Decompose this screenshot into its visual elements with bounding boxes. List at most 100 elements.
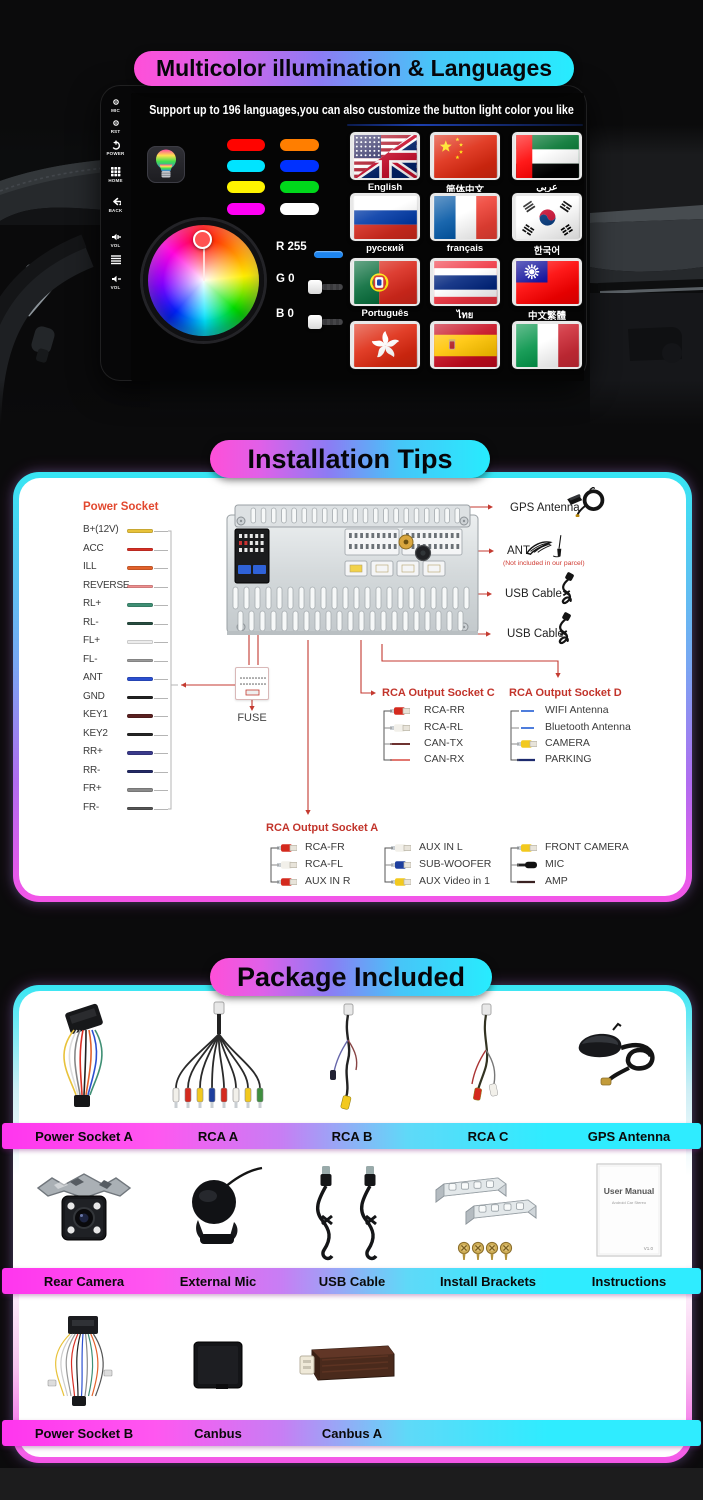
blue-slider-track[interactable]: [321, 319, 343, 325]
blue-slider-knob[interactable]: [308, 315, 322, 329]
color-wheel[interactable]: [143, 220, 264, 341]
wire-label-fr: FR+: [83, 783, 102, 794]
wire-label-b12v: B+(12V): [83, 524, 119, 535]
color-swatch[interactable]: [227, 203, 265, 215]
language-tile-spain[interactable]: [430, 321, 500, 369]
callout-label-ant: ANT: [507, 545, 530, 557]
package-panel: [13, 985, 692, 1463]
rgb-bulb-icon: [156, 149, 176, 178]
bezel-button-menu[interactable]: [100, 255, 131, 265]
bezel-button-home[interactable]: HOME: [100, 167, 131, 183]
wire-key1: [127, 714, 153, 718]
wire-label-rr: RR-: [83, 764, 101, 776]
language-tile-russia[interactable]: [350, 193, 420, 241]
color-swatch[interactable]: [280, 139, 319, 151]
bezel-button-label: HOME: [108, 178, 123, 183]
rca-yellow-icon: [517, 740, 537, 748]
usb-cables-image: [315, 1166, 378, 1261]
bezel-button-vol-down[interactable]: VOL: [100, 274, 131, 290]
language-tile-uae[interactable]: [512, 132, 582, 180]
language-label: русский: [366, 243, 404, 254]
rca-harness-a-image: [172, 1001, 264, 1108]
light-bulb-icon[interactable]: [147, 146, 185, 183]
wire-stub: [154, 771, 168, 773]
socket-item-bluetooth-antenna: Bluetooth Antenna: [545, 721, 631, 733]
language-tile-south-korea[interactable]: [512, 193, 582, 241]
green-slider-track[interactable]: [321, 284, 343, 290]
rca-harness-c-image: [471, 1003, 499, 1101]
bezel-button-rst[interactable]: RST: [100, 118, 131, 134]
language-label: عربي: [536, 182, 558, 193]
wire-stub: [154, 753, 168, 754]
color-swatch[interactable]: [280, 203, 319, 215]
thailand-flag-icon: [432, 260, 498, 304]
callout-label-usb-cable: USB Cable: [505, 588, 562, 600]
gps-antenna-icon: [567, 487, 605, 518]
bezel-button-power[interactable]: POWER: [100, 140, 131, 156]
bezel-button-vol-up[interactable]: VOL: [100, 232, 131, 248]
head-unit-rear-diagram: [226, 504, 479, 635]
flag-gloss: [352, 195, 418, 239]
color-swatch[interactable]: [280, 160, 319, 172]
flag-gloss: [432, 195, 498, 239]
usb-cable-icon: [561, 572, 574, 605]
language-tile-thailand[interactable]: [430, 258, 500, 306]
svg-text:V1.0: V1.0: [644, 1246, 654, 1251]
wire-stub: [154, 642, 168, 643]
socket-item-can-tx: CAN-TX: [424, 737, 464, 749]
power-socket-b-image: [47, 1316, 113, 1406]
volume-down-icon: [111, 275, 121, 283]
bezel-button-mic[interactable]: MIC: [100, 97, 131, 113]
callout-label-gps-antenna: GPS Antenna: [510, 502, 580, 514]
language-tile-china[interactable]: [430, 132, 500, 180]
wire-blue-icon: [521, 727, 534, 729]
socket-item-sub-woofer: SUB-WOOFER: [419, 858, 492, 870]
language-label: 简体中文: [445, 185, 484, 196]
group-title-rca-output-socket-a: RCA Output Socket A: [266, 822, 379, 834]
portugal-flag-icon: [352, 260, 418, 304]
rca-white-icon: [277, 861, 297, 869]
wire-stub: [154, 808, 168, 810]
wire-stub: [154, 568, 168, 569]
color-wheel-pointer[interactable]: [193, 230, 212, 249]
svg-text:User Manual: User Manual: [604, 1186, 655, 1196]
russia-flag-icon: [352, 195, 418, 239]
language-tile-taiwan[interactable]: [512, 258, 582, 306]
bezel-button-label: VOL: [110, 243, 121, 248]
package-item-label: RCA B: [331, 1128, 373, 1144]
hong-kong-flag-icon: [352, 323, 418, 367]
wire-label-rl: RL-: [83, 616, 99, 628]
bezel-button-back[interactable]: BACK: [100, 197, 131, 213]
color-swatch[interactable]: [227, 181, 265, 193]
wire-b12v: [127, 529, 153, 533]
language-tile-hong-kong[interactable]: [350, 321, 420, 369]
language-label: Português: [361, 308, 409, 319]
menu-lines-icon: [110, 255, 121, 265]
rca-white-icon: [390, 724, 410, 732]
package-item-label: RCA C: [467, 1128, 509, 1144]
color-swatch[interactable]: [227, 139, 265, 151]
wire-rr: [127, 751, 153, 755]
italy-flag-icon: [514, 323, 580, 367]
ant-icon: [526, 535, 562, 558]
bezel-button-label: MIC: [111, 108, 120, 113]
green-slider-knob[interactable]: [308, 280, 322, 294]
rca-red-icon: [277, 844, 297, 852]
language-tile-us-uk[interactable]: [350, 132, 420, 180]
language-label: English: [367, 182, 403, 193]
color-swatch[interactable]: [280, 181, 319, 193]
wire-stub: [154, 790, 168, 791]
bezel-button-label: POWER: [106, 151, 125, 156]
color-swatch[interactable]: [227, 160, 265, 172]
socket-item-rca-rl: RCA-RL: [424, 721, 464, 733]
fuse-pins: [240, 677, 266, 696]
rca-yellow-icon: [517, 844, 537, 852]
language-tile-italy[interactable]: [512, 321, 582, 369]
wire-stub: [154, 697, 168, 699]
red-slider[interactable]: [314, 251, 343, 258]
socket-item-camera: CAMERA: [545, 737, 590, 749]
language-tile-portugal[interactable]: [350, 258, 420, 306]
svg-text:Android Car Stereo: Android Car Stereo: [612, 1200, 647, 1205]
head-unit-bezel: MIC RST POWER HOME BACK VOL VOL: [100, 85, 131, 381]
language-tile-france[interactable]: [430, 193, 500, 241]
